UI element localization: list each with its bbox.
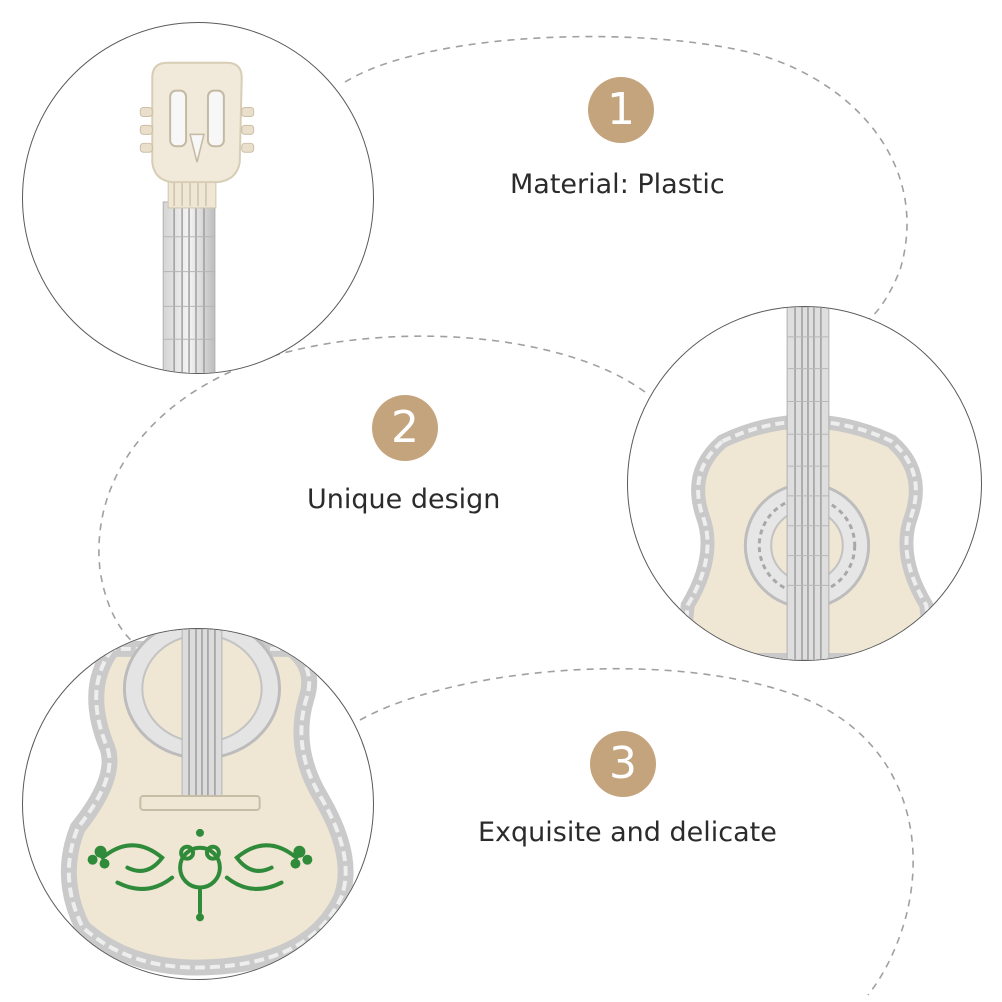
floral-detail-closeup-image xyxy=(22,628,374,980)
feature-label: Material: Plastic xyxy=(510,169,725,200)
feature-label: Exquisite and delicate xyxy=(478,817,777,848)
feature-number-badge: 2 xyxy=(372,395,438,461)
guitar-body-illustration xyxy=(675,307,939,660)
feature-label: Unique design xyxy=(307,484,501,515)
feature-number-badge: 1 xyxy=(588,77,654,143)
feature-number-badge: 3 xyxy=(590,731,656,797)
body-design-closeup-image xyxy=(627,306,982,661)
guitar-headstock-illustration xyxy=(139,61,255,373)
guitar-floral-illustration xyxy=(60,629,354,976)
headstock-closeup-image xyxy=(22,22,374,374)
